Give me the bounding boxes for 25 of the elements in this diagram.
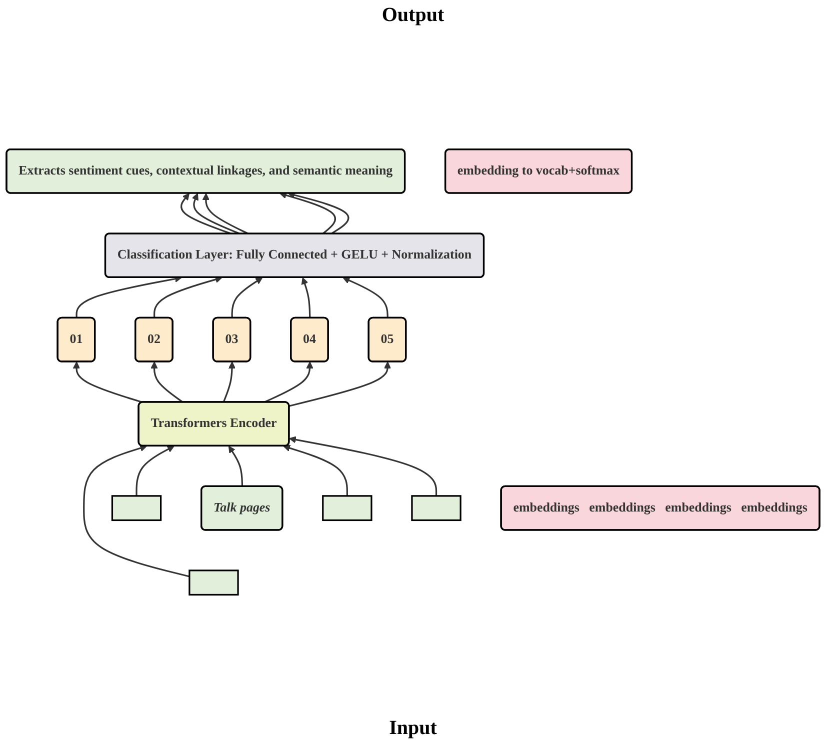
output-label: Output: [382, 4, 444, 27]
arrow: [136, 446, 174, 496]
node-box: [322, 495, 372, 522]
arrow: [288, 192, 350, 235]
arrow: [301, 277, 311, 318]
node-box: [411, 495, 462, 522]
arrow: [228, 446, 244, 487]
arrow: [83, 444, 190, 578]
arrow: [280, 192, 336, 235]
arrow: [150, 362, 184, 404]
arrow: [283, 444, 348, 496]
arrow: [202, 193, 250, 235]
arrow: [231, 277, 263, 318]
node-box: [188, 570, 239, 596]
arrow: [264, 362, 314, 404]
arrow: [192, 193, 241, 235]
arrow: [289, 362, 392, 407]
arrow: [72, 362, 143, 404]
arrow: [342, 277, 388, 318]
node-box: [111, 495, 162, 522]
input-label: Input: [389, 717, 437, 740]
arrow: [289, 436, 438, 496]
arrow: [222, 362, 236, 403]
arrow: [153, 276, 222, 318]
arrow: [180, 193, 232, 235]
